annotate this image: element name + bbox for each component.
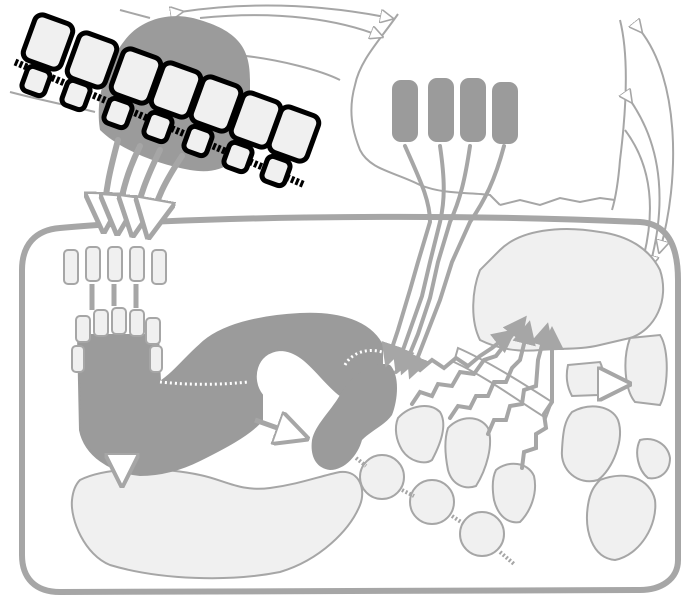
chain-bead-bot-2 — [60, 79, 91, 112]
small-organelle-right — [625, 335, 666, 405]
neighbor-cell-edge-jagged — [500, 198, 615, 205]
right-cell-outline — [612, 20, 626, 210]
chain-bead-bot-5 — [182, 125, 213, 158]
receptor-segment-1 — [64, 250, 78, 284]
inner-receptor-3 — [112, 308, 126, 334]
receptor-segment-4 — [130, 247, 144, 281]
inner-receptor-4 — [130, 310, 144, 336]
chain-bead-bot-6 — [222, 141, 253, 174]
chain-bead-bot-3 — [102, 97, 133, 130]
ligand-3 — [460, 78, 486, 142]
ligand-2 — [428, 78, 454, 142]
bead-1 — [360, 455, 404, 499]
receptor-segment-2 — [86, 247, 100, 281]
chain-bead-bot-7 — [260, 155, 291, 188]
organelle-lower-1 — [562, 406, 620, 481]
inner-receptor-2 — [94, 310, 108, 336]
large-organelle — [473, 229, 663, 351]
small-organelle-mid — [567, 362, 603, 396]
bead-chain — [360, 406, 535, 556]
bead-tendril-2 — [445, 418, 490, 487]
bead-2 — [410, 480, 454, 524]
double-arrow-right-1 — [640, 30, 673, 250]
double-arrow-right-2 — [630, 100, 660, 265]
chain-bead-bot-4 — [142, 111, 173, 144]
bead-tendril-3 — [493, 464, 535, 523]
bead-3 — [460, 512, 504, 556]
bead-tendril-1 — [396, 406, 443, 462]
inner-receptor-6 — [72, 346, 84, 372]
lower-left-organelle — [72, 469, 362, 578]
arrow-to-blob — [255, 420, 300, 436]
chain-bead-top-1 — [21, 13, 75, 72]
receptor-stalks — [92, 284, 136, 310]
ligand-cluster — [392, 78, 518, 144]
ligand-4 — [492, 82, 518, 144]
organelle-lower-3 — [587, 476, 655, 560]
inner-receptor-5 — [146, 318, 160, 344]
inner-receptor-1 — [76, 316, 90, 342]
receptor-segment-3 — [108, 247, 122, 281]
inner-receptor-7 — [150, 346, 162, 372]
organelle-lower-2 — [637, 439, 670, 478]
chain-bead-bot-1 — [20, 65, 51, 98]
receptor-segment-5 — [152, 250, 166, 284]
ligand-1 — [392, 80, 418, 142]
